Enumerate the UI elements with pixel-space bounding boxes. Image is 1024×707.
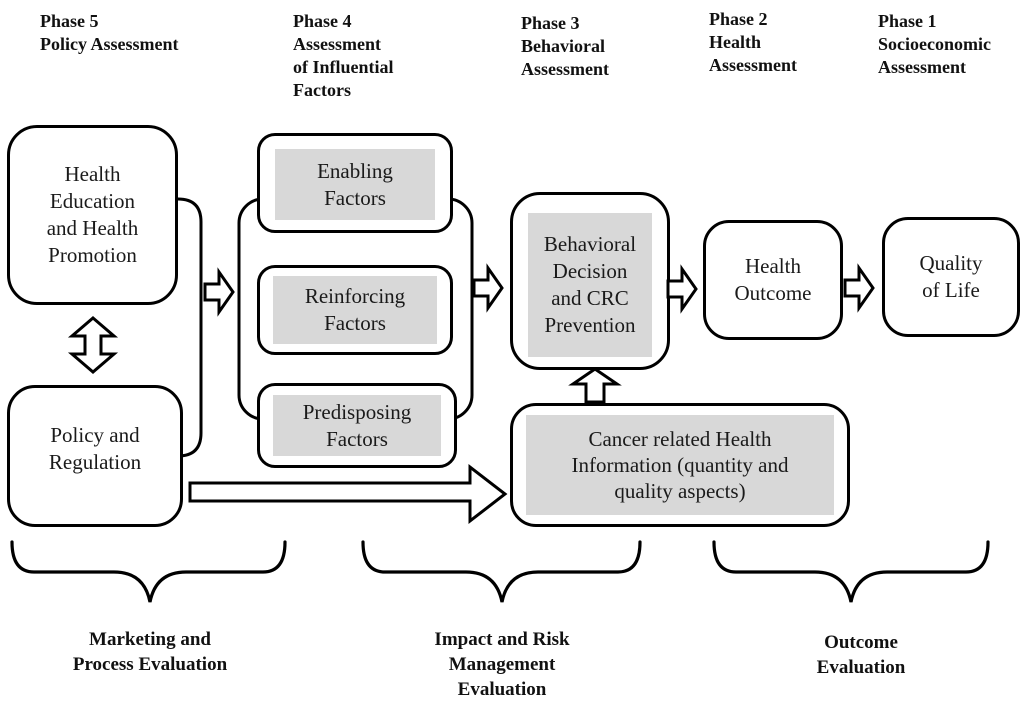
- box-text-line: Reinforcing: [304, 284, 406, 308]
- phase1-header-line: Phase 1: [878, 11, 937, 31]
- box-text-line: Outcome: [734, 281, 812, 305]
- box-text-line: Cancer related Health: [588, 427, 772, 451]
- phase5-header: Phase 5 Policy Assessment: [40, 10, 179, 56]
- enabling-factors-box: Enabling Factors: [257, 133, 453, 233]
- phase3-header-line: Behavioral: [521, 36, 605, 56]
- reinforcing-factors-text: Reinforcing Factors: [273, 276, 437, 344]
- outcome-evaluation-label: Outcome Evaluation: [731, 630, 991, 680]
- phase3-header-line: Phase 3: [521, 13, 580, 33]
- policy-regulation-text: Policy and Regulation: [10, 388, 180, 524]
- cancer-health-information-text: Cancer related Health Information (quant…: [526, 415, 834, 515]
- outcome-evaluation-brace: [712, 540, 990, 603]
- right-arrow-phase2-to-phase1-icon: [843, 263, 875, 313]
- box-text-line: Behavioral: [543, 232, 637, 256]
- box-text-line: Factors: [324, 311, 386, 335]
- phase2-header-line: Health: [709, 32, 761, 52]
- phase1-header-line: Socioeconomic: [878, 34, 991, 54]
- reinforcing-factors-box: Reinforcing Factors: [257, 265, 453, 355]
- box-text-line: Information (quantity and: [571, 453, 789, 477]
- phase5-header-line: Policy Assessment: [40, 34, 179, 54]
- predisposing-factors-box: Predisposing Factors: [257, 383, 457, 468]
- up-arrow-cancer-info-to-behavioral-icon: [568, 367, 622, 404]
- phase1-header-line: Assessment: [878, 57, 966, 77]
- box-text-line: Promotion: [48, 243, 137, 267]
- behavioral-decision-box: Behavioral Decision and CRC Prevention: [510, 192, 670, 370]
- policy-regulation-box: Policy and Regulation: [7, 385, 183, 527]
- long-arrow-policy-to-cancer-info-icon: [188, 463, 508, 525]
- impact-risk-management-evaluation-label: Impact and Risk Management Evaluation: [372, 627, 632, 702]
- box-text-line: Policy and: [50, 423, 140, 447]
- phase3-header-line: Assessment: [521, 59, 609, 79]
- phase2-header-line: Phase 2: [709, 9, 768, 29]
- enabling-factors-text: Enabling Factors: [275, 149, 435, 220]
- evaluation-label-line: Process Evaluation: [72, 654, 228, 675]
- evaluation-label-line: Impact and Risk: [434, 629, 570, 650]
- phase4-header-line: Phase 4: [293, 11, 352, 31]
- phase4-header-line: Factors: [293, 80, 351, 100]
- phase4-header: Phase 4 Assessment of Influential Factor…: [293, 10, 394, 102]
- right-arrow-phase3-to-phase2-icon: [666, 264, 698, 314]
- box-text-line: Regulation: [48, 450, 142, 474]
- right-arrow-phase5-to-phase4-icon: [203, 267, 235, 317]
- behavioral-decision-text: Behavioral Decision and CRC Prevention: [528, 213, 652, 357]
- box-text-line: Factors: [324, 185, 386, 210]
- box-text-line: of Life: [922, 278, 980, 302]
- phase3-header: Phase 3 Behavioral Assessment: [521, 12, 609, 81]
- box-text-line: quality aspects): [614, 479, 746, 503]
- impact-evaluation-brace: [361, 540, 642, 603]
- phase2-header: Phase 2 Health Assessment: [709, 8, 797, 77]
- phase2-header-line: Assessment: [709, 55, 797, 75]
- box-text-line: Health: [745, 254, 801, 278]
- evaluation-label-line: Evaluation: [457, 679, 547, 700]
- health-outcome-text: Health Outcome: [706, 223, 840, 337]
- health-education-promotion-box: Health Education and Health Promotion: [7, 125, 178, 305]
- box-text-line: Health: [64, 162, 121, 186]
- phase4-header-line: of Influential: [293, 57, 394, 77]
- right-arrow-phase4-to-phase3-icon: [472, 263, 504, 313]
- evaluation-label-line: Marketing and: [89, 629, 211, 650]
- box-text-line: Factors: [326, 426, 388, 451]
- box-text-line: Prevention: [544, 313, 636, 337]
- evaluation-label-line: Management: [448, 654, 556, 675]
- evaluation-label-line: Evaluation: [816, 657, 906, 678]
- cancer-health-information-box: Cancer related Health Information (quant…: [510, 403, 850, 527]
- phase1-header: Phase 1 Socioeconomic Assessment: [878, 10, 991, 79]
- health-outcome-box: Health Outcome: [703, 220, 843, 340]
- double-vertical-arrow-icon: [67, 316, 119, 374]
- marketing-process-evaluation-label: Marketing and Process Evaluation: [20, 627, 280, 677]
- box-text-line: and Health: [46, 216, 139, 240]
- marketing-evaluation-brace: [10, 540, 287, 603]
- box-text-line: Enabling: [317, 158, 393, 183]
- phase5-header-line: Phase 5: [40, 11, 99, 31]
- quality-of-life-text: Quality of Life: [885, 220, 1017, 334]
- box-text-line: and CRC: [551, 286, 629, 310]
- evaluation-label-line: Outcome: [824, 632, 898, 653]
- phase4-header-line: Assessment: [293, 34, 381, 54]
- box-text-line: Education: [49, 189, 136, 213]
- quality-of-life-box: Quality of Life: [882, 217, 1020, 337]
- box-text-line: Quality: [919, 251, 983, 275]
- health-education-promotion-text: Health Education and Health Promotion: [10, 128, 175, 302]
- predisposing-factors-text: Predisposing Factors: [273, 395, 441, 456]
- box-text-line: Decision: [552, 259, 628, 283]
- box-text-line: Predisposing: [302, 399, 412, 424]
